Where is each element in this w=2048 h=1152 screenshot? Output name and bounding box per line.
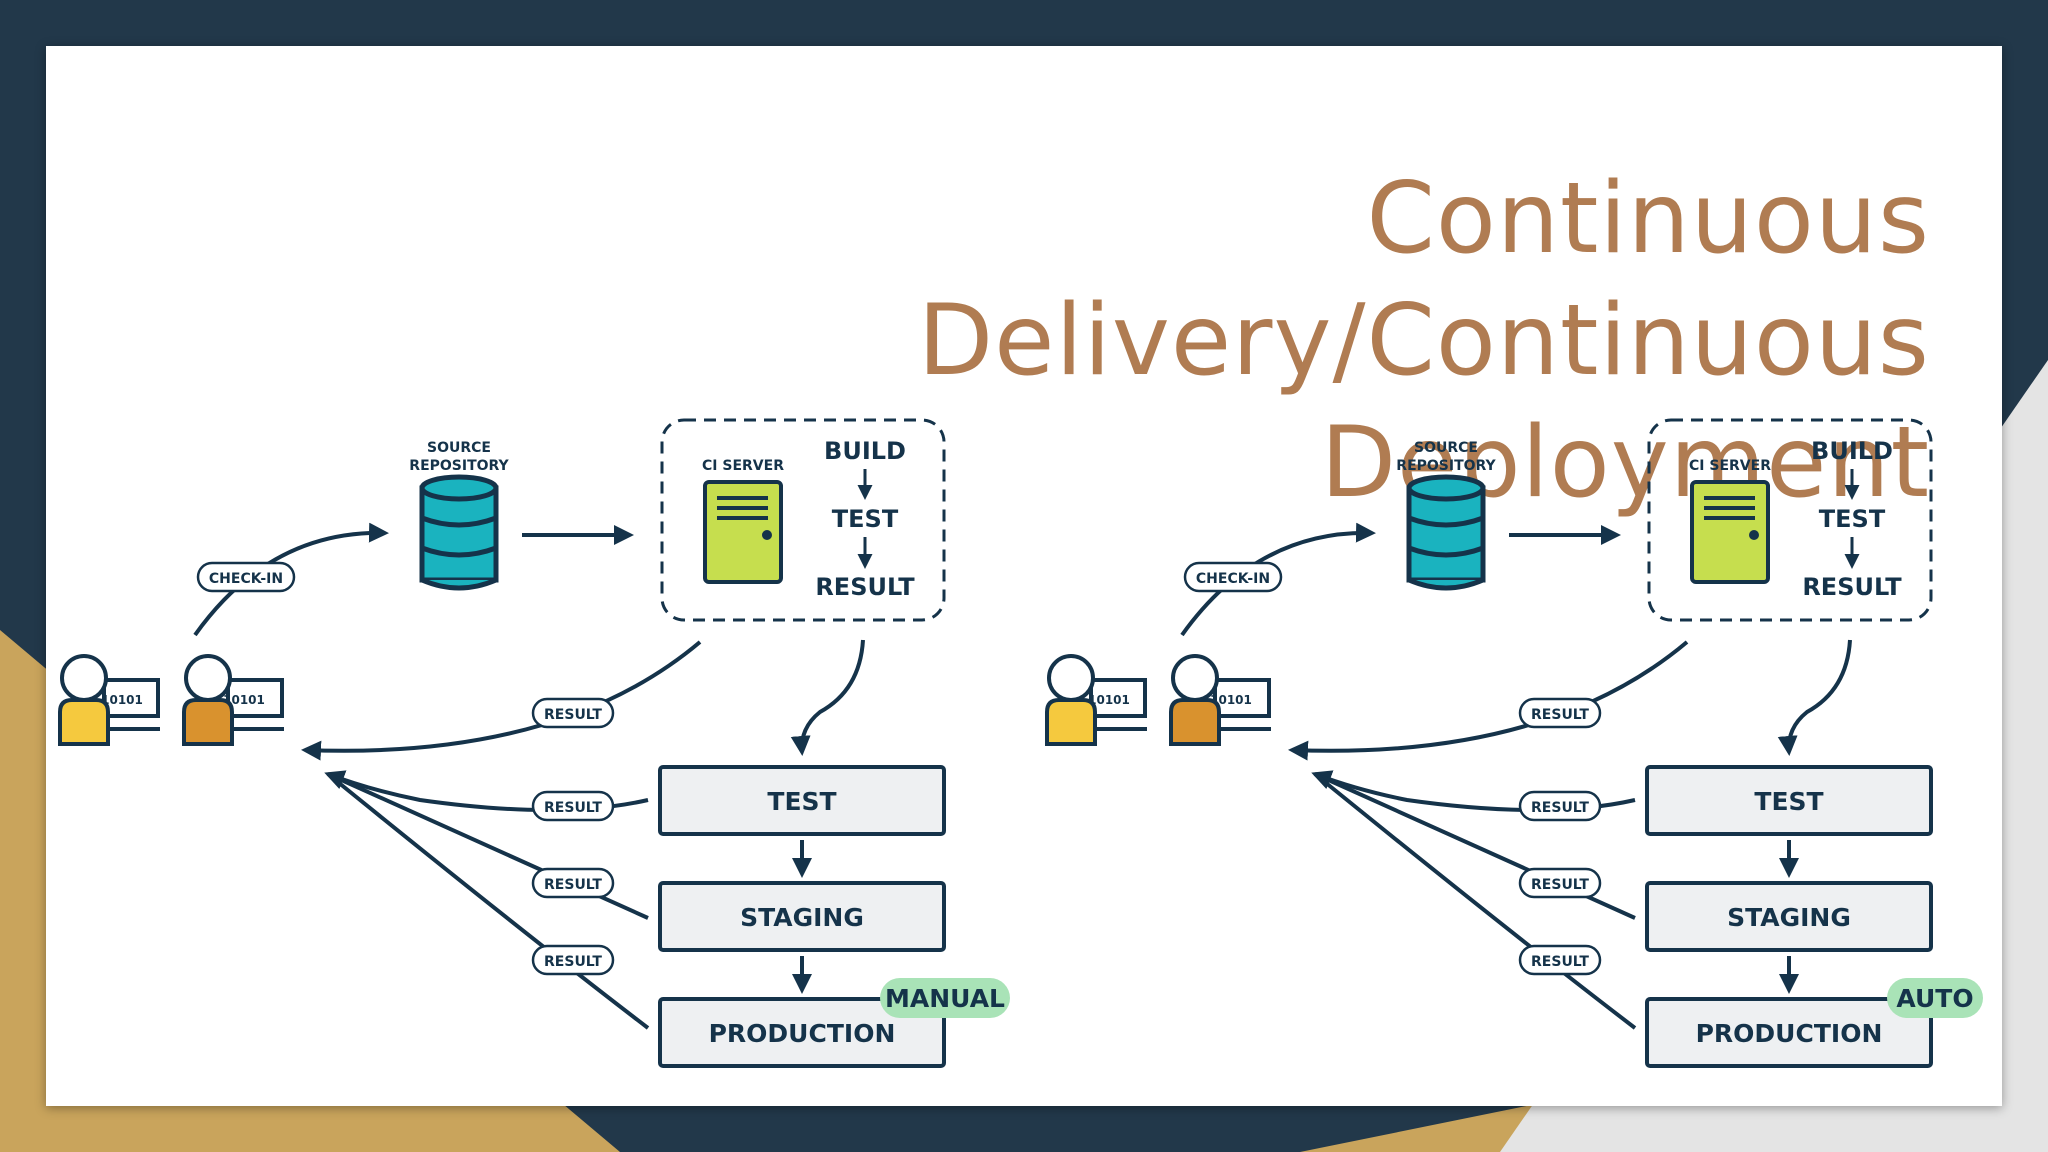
ci-server-label: CI SERVER: [702, 458, 784, 474]
result-pill: RESULT: [1518, 697, 1602, 729]
check-in-arrow: [1180, 522, 1376, 637]
source-repo-label-1: SOURCE: [1414, 440, 1478, 456]
check-in-arrow: [193, 522, 389, 637]
developer-yellow-icon: 10101: [58, 654, 160, 746]
deployment-diagram: SOURCE REPOSITORY CI SERVER BUILD TEST R…: [1045, 418, 1983, 1068]
developer-orange-icon: 10101: [182, 654, 284, 746]
check-in-label: CHECK-IN: [209, 571, 283, 587]
result-pill-label: RESULT: [544, 877, 602, 893]
test-step: TEST: [832, 505, 899, 533]
production-result-arrow: [1313, 772, 1637, 1030]
check-in-pill: CHECK-IN: [196, 561, 296, 593]
laptop-code-text: 10101: [1210, 693, 1252, 707]
ci-result-arrow: [1288, 640, 1689, 761]
result-pill-label: RESULT: [544, 954, 602, 970]
auto-badge-label: AUTO: [1896, 984, 1973, 1013]
delivery-diagram: SOURCE REPOSITORY CI SERVER BUILD TEST R…: [58, 418, 1010, 1068]
source-repo-label-2: REPOSITORY: [1396, 458, 1496, 474]
server-icon: [1690, 480, 1770, 584]
stage-test-label: TEST: [767, 787, 836, 816]
stage-production-label: PRODUCTION: [709, 1019, 896, 1048]
build-step: BUILD: [1811, 437, 1893, 465]
result-pill: RESULT: [1518, 944, 1602, 976]
staging-result-arrow: [1314, 772, 1636, 920]
manual-badge-label: MANUAL: [885, 984, 1005, 1013]
laptop-code-text: 10101: [223, 693, 265, 707]
laptop-code-text: 10101: [101, 693, 143, 707]
server-icon: [703, 480, 783, 584]
stage-staging: STAGING: [658, 881, 946, 952]
production-result-arrow: [326, 772, 650, 1030]
stage-production-label: PRODUCTION: [1696, 1019, 1883, 1048]
stage-test: TEST: [1645, 765, 1933, 836]
slide-title-line-1: Continuous Delivery/Continuous: [917, 162, 1930, 398]
stage-test-label: TEST: [1754, 787, 1823, 816]
source-repo-label-1: SOURCE: [427, 440, 491, 456]
result-pill: RESULT: [1518, 867, 1602, 899]
test-step: TEST: [1819, 505, 1886, 533]
ci-server-group: [660, 418, 946, 622]
stage-production: PRODUCTION: [658, 997, 946, 1068]
developer-orange-icon: 10101: [1169, 654, 1271, 746]
result-step: RESULT: [1802, 573, 1902, 601]
ci-result-arrow: [301, 640, 702, 761]
result-pill-label: RESULT: [1531, 877, 1589, 893]
result-pill: RESULT: [531, 790, 615, 822]
result-pill: RESULT: [531, 697, 615, 729]
ci-server-label: CI SERVER: [1689, 458, 1771, 474]
ci-server-group: [1647, 418, 1933, 622]
result-pill: RESULT: [531, 867, 615, 899]
staging-result-arrow: [327, 772, 649, 920]
result-pill-label: RESULT: [1531, 954, 1589, 970]
developer-yellow-icon: 10101: [1045, 654, 1147, 746]
build-step: BUILD: [824, 437, 906, 465]
result-pill-label: RESULT: [544, 800, 602, 816]
check-in-label: CHECK-IN: [1196, 571, 1270, 587]
laptop-code-text: 10101: [1088, 693, 1130, 707]
stage-test: TEST: [658, 765, 946, 836]
stage-staging-label: STAGING: [1727, 903, 1851, 932]
ci-to-test-arrow: [1777, 639, 1852, 756]
result-step: RESULT: [815, 573, 915, 601]
slide-title: Continuous Delivery/Continuous Deploymen…: [430, 158, 1930, 524]
ci-to-test-arrow: [790, 639, 865, 756]
source-repo-label-2: REPOSITORY: [409, 458, 509, 474]
slide-canvas: Continuous Delivery/Continuous Deploymen…: [46, 46, 2002, 1106]
result-pill-label: RESULT: [544, 707, 602, 723]
stage-staging: STAGING: [1645, 881, 1933, 952]
result-pill-label: RESULT: [1531, 707, 1589, 723]
stage-production: PRODUCTION: [1645, 997, 1933, 1068]
database-icon: [1406, 474, 1486, 591]
auto-badge: AUTO: [1887, 978, 1983, 1018]
result-pill-label: RESULT: [1531, 800, 1589, 816]
check-in-pill: CHECK-IN: [1183, 561, 1283, 593]
database-icon: [419, 474, 499, 591]
manual-badge: MANUAL: [880, 978, 1010, 1018]
stage-staging-label: STAGING: [740, 903, 864, 932]
result-pill: RESULT: [1518, 790, 1602, 822]
result-pill: RESULT: [531, 944, 615, 976]
